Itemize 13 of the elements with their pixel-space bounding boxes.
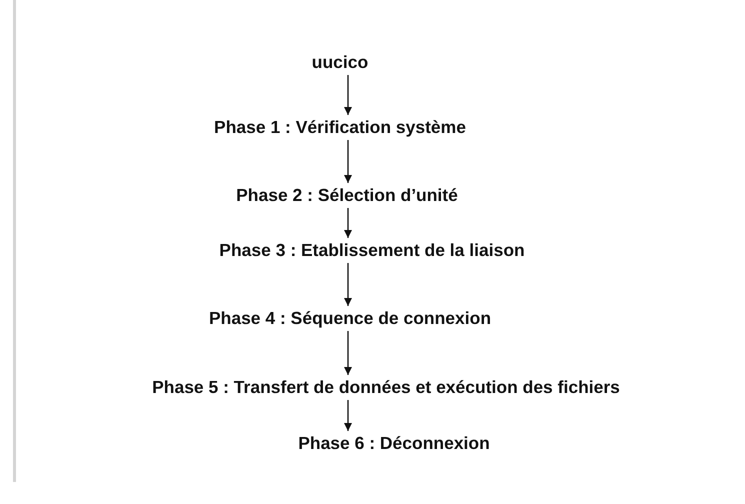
arrow bbox=[344, 140, 352, 183]
arrow bbox=[344, 263, 352, 306]
step-label: Phase 6 : Déconnexion bbox=[298, 432, 490, 454]
step-label: Phase 1 : Vérification système bbox=[214, 116, 466, 138]
step-label: Phase 3 : Etablissement de la liaison bbox=[219, 239, 525, 261]
arrow bbox=[344, 331, 352, 375]
step-label: Phase 4 : Séquence de connexion bbox=[208, 307, 492, 329]
arrow bbox=[344, 208, 352, 238]
arrow bbox=[344, 75, 352, 115]
arrow bbox=[344, 400, 352, 431]
step-label: uucico bbox=[312, 51, 368, 73]
step-label: Phase 2 : Sélection d’unité bbox=[236, 184, 458, 206]
step-label: Phase 5 : Transfert de données et exécution des fichiers bbox=[152, 376, 620, 398]
